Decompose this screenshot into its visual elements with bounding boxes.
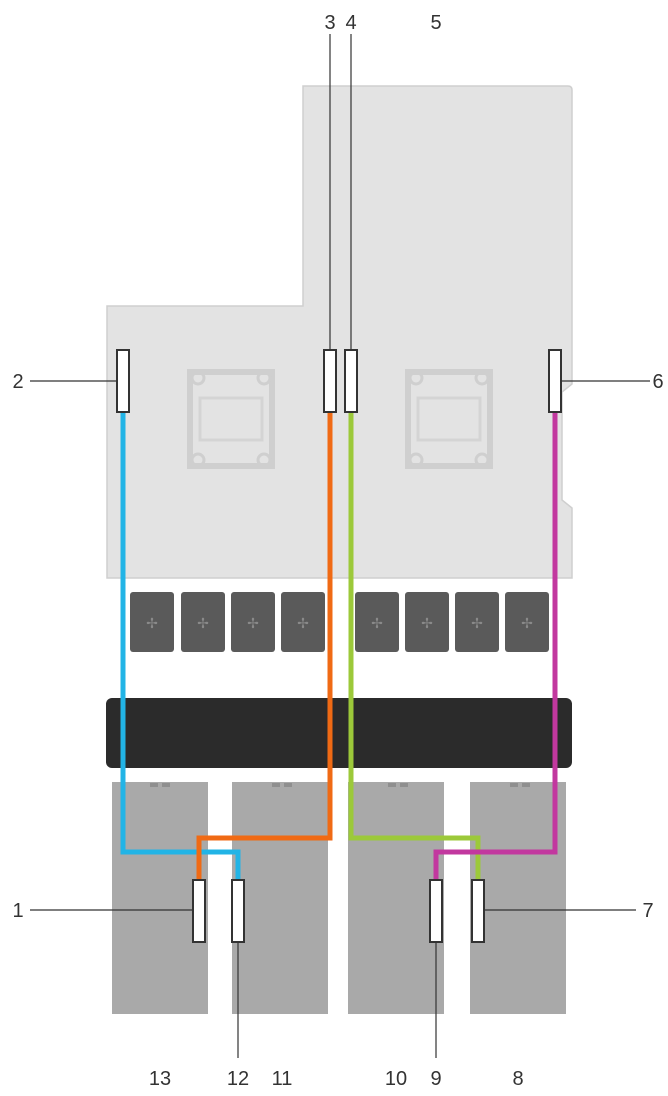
connector-1 [192, 879, 206, 943]
svg-text:✢: ✢ [421, 616, 433, 632]
connector-2 [116, 349, 130, 413]
drive-bay-8 [470, 782, 566, 1014]
svg-text:✢: ✢ [146, 616, 158, 632]
fan: ✢ [181, 592, 225, 652]
processor-socket-1 [187, 369, 275, 469]
cable-green [348, 390, 481, 880]
cable-orange [196, 390, 333, 880]
fan: ✢ [455, 592, 499, 652]
cable-blue [120, 390, 241, 880]
cable-magenta [433, 390, 558, 880]
processor-socket-2 [405, 369, 493, 469]
system-board [106, 85, 573, 579]
callout-13: 13 [149, 1068, 171, 1090]
fan: ✢ [505, 592, 549, 652]
callout-9: 9 [430, 1068, 441, 1090]
callout-2: 2 [12, 371, 23, 393]
leader-lines [30, 34, 650, 1058]
connector-7 [471, 879, 485, 943]
svg-text:✢: ✢ [247, 616, 259, 632]
callout-8: 8 [512, 1068, 523, 1090]
callout-10: 10 [385, 1068, 407, 1090]
fan: ✢ [231, 592, 275, 652]
callout-1: 1 [12, 900, 23, 922]
fan: ✢ [355, 592, 399, 652]
drive-bay-10 [348, 782, 444, 1014]
fan: ✢ [405, 592, 449, 652]
callout-6: 6 [652, 371, 663, 393]
callout-4: 4 [345, 12, 356, 34]
svg-text:✢: ✢ [297, 616, 309, 632]
connector-4 [344, 349, 358, 413]
svg-text:✢: ✢ [471, 616, 483, 632]
callout-3: 3 [324, 12, 335, 34]
svg-text:✢: ✢ [371, 616, 383, 632]
callout-12: 12 [227, 1068, 249, 1090]
cooling-fans: ✢ ✢ ✢ ✢ ✢ ✢ ✢ ✢ [130, 592, 549, 652]
fan: ✢ [281, 592, 325, 652]
callout-11: 11 [272, 1068, 293, 1090]
callout-5: 5 [430, 12, 441, 34]
svg-text:✢: ✢ [521, 616, 533, 632]
connector-12 [231, 879, 245, 943]
connector-6 [548, 349, 562, 413]
backplane [106, 698, 572, 768]
svg-text:✢: ✢ [197, 616, 209, 632]
fan: ✢ [130, 592, 174, 652]
drive-bay-11 [232, 782, 328, 1014]
connector-3 [323, 349, 337, 413]
connector-9 [429, 879, 443, 943]
callout-7: 7 [642, 900, 653, 922]
